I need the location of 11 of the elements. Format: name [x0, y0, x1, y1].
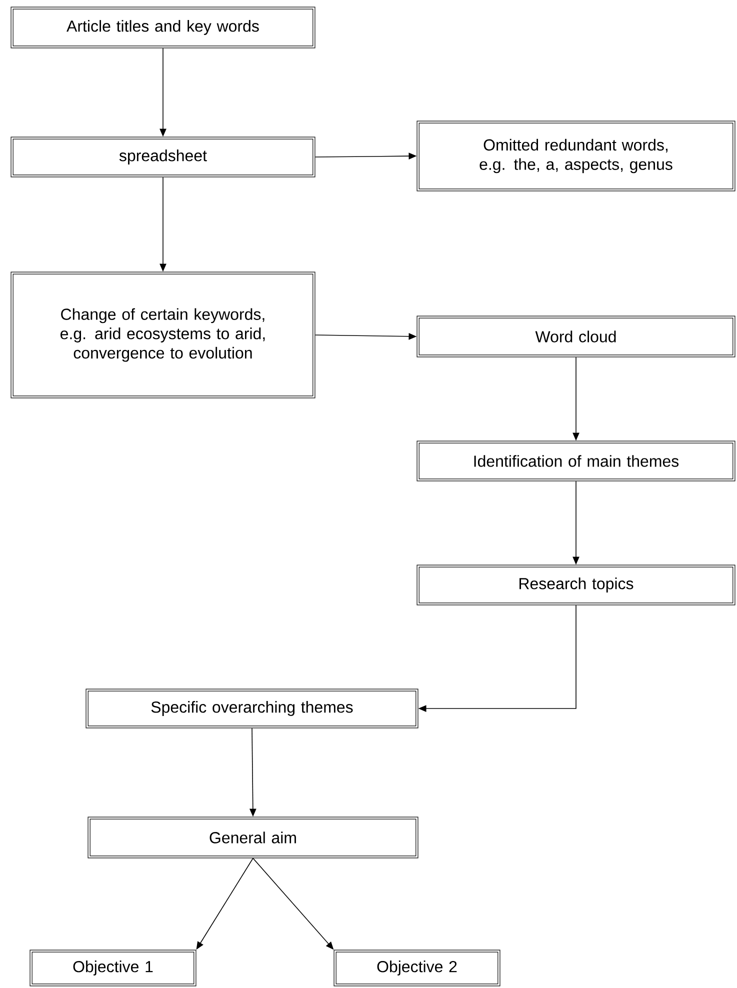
process-box: Word cloud	[416, 316, 736, 358]
process-box: Research topics	[416, 564, 736, 606]
process-box: Omitted redundant words, e.g. the, a, aspects, genus	[416, 120, 736, 192]
process-box: spreadsheet	[10, 136, 316, 178]
process-box: Identification of main themes	[416, 440, 736, 482]
process-box: Objective 2	[334, 950, 500, 986]
process-box: Specific overarching themes	[86, 688, 418, 728]
process-box: Objective 1	[30, 950, 196, 986]
process-box: Change of certain keywords, e.g. arid ecosystems to arid, convergence to evolution	[10, 272, 316, 398]
process-box: Article titles and key words	[10, 6, 316, 48]
process-box: General aim	[88, 816, 418, 858]
